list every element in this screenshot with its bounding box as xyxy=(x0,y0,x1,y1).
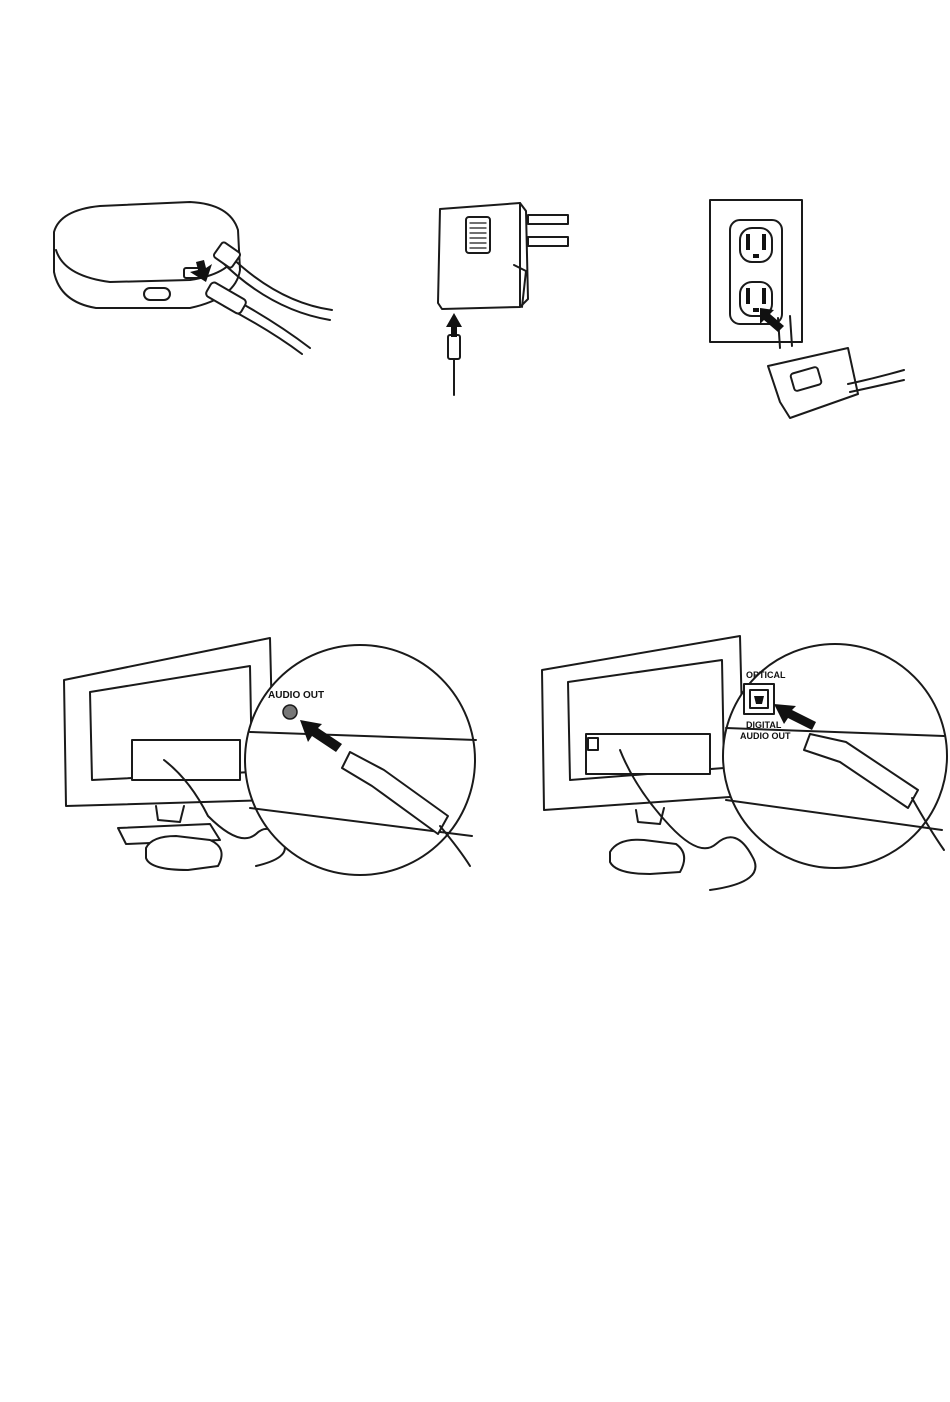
wall-outlet-illustration xyxy=(708,198,908,428)
device-with-usb-cable-illustration xyxy=(40,190,340,370)
audio-out-label: AUDIO OUT xyxy=(268,690,324,701)
digital-label: DIGITAL xyxy=(746,720,782,730)
optical-label: OPTICAL xyxy=(746,670,786,680)
tv-audio-out-illustration: AUDIO OUT xyxy=(60,630,480,890)
power-adapter-illustration xyxy=(430,195,580,405)
callout-circle-audio-out: AUDIO OUT xyxy=(245,645,476,875)
digital-audio-out-label: AUDIO OUT xyxy=(740,731,791,741)
arrow-icon xyxy=(446,313,462,337)
tv-optical-illustration: OPTICAL DIGITAL AUDIO OUT xyxy=(540,630,950,900)
callout-circle-optical: OPTICAL DIGITAL AUDIO OUT xyxy=(723,644,947,868)
